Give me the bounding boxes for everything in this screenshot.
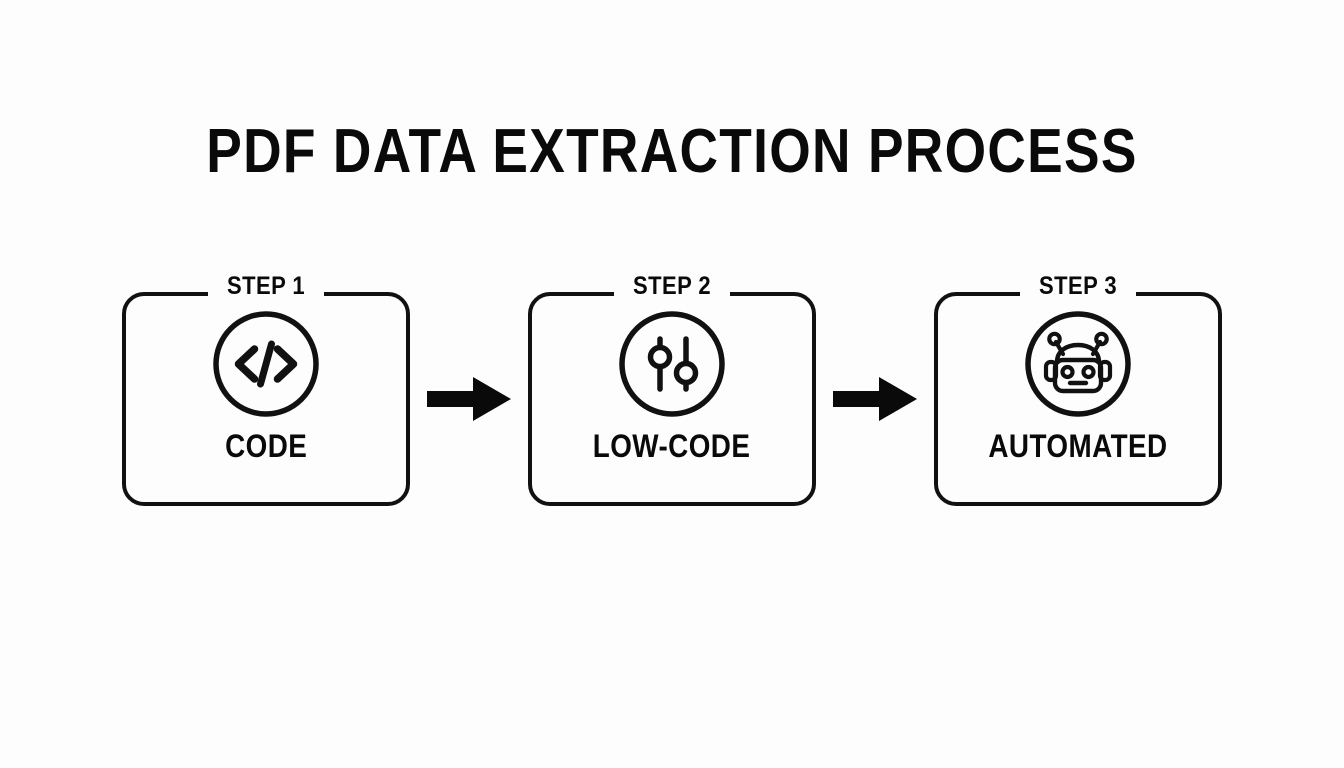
code-brackets-icon bbox=[210, 308, 322, 420]
card-body-3: AUTOMATED bbox=[934, 292, 1222, 506]
step-caption-2: LOW-CODE bbox=[593, 428, 751, 464]
step-card-1[interactable]: STEP 1 CODE bbox=[122, 274, 410, 506]
step-label-2: STEP 2 bbox=[632, 272, 712, 300]
step-label-gap bbox=[614, 285, 730, 299]
step-card-3[interactable]: STEP 3 bbox=[934, 274, 1222, 506]
process-flow: STEP 1 CODE bbox=[122, 274, 1222, 506]
step-caption-3: AUTOMATED bbox=[988, 428, 1168, 464]
arrow-right-icon bbox=[833, 376, 917, 422]
page-title: PDF DATA EXTRACTION PROCESS bbox=[206, 117, 1138, 186]
card-body-1: CODE bbox=[122, 292, 410, 506]
step-label-gap bbox=[208, 285, 324, 299]
arrow-right-icon bbox=[427, 376, 511, 422]
step-label-gap bbox=[1020, 285, 1136, 299]
sliders-icon bbox=[616, 308, 728, 420]
card-body-2: LOW-CODE bbox=[528, 292, 816, 506]
step-card-2[interactable]: STEP 2 LOW-CODE bbox=[528, 274, 816, 506]
step-caption-1: CODE bbox=[224, 428, 308, 464]
step-label-3: STEP 3 bbox=[1038, 272, 1118, 300]
robot-head-icon bbox=[1022, 308, 1134, 420]
step-label-1: STEP 1 bbox=[226, 272, 306, 300]
